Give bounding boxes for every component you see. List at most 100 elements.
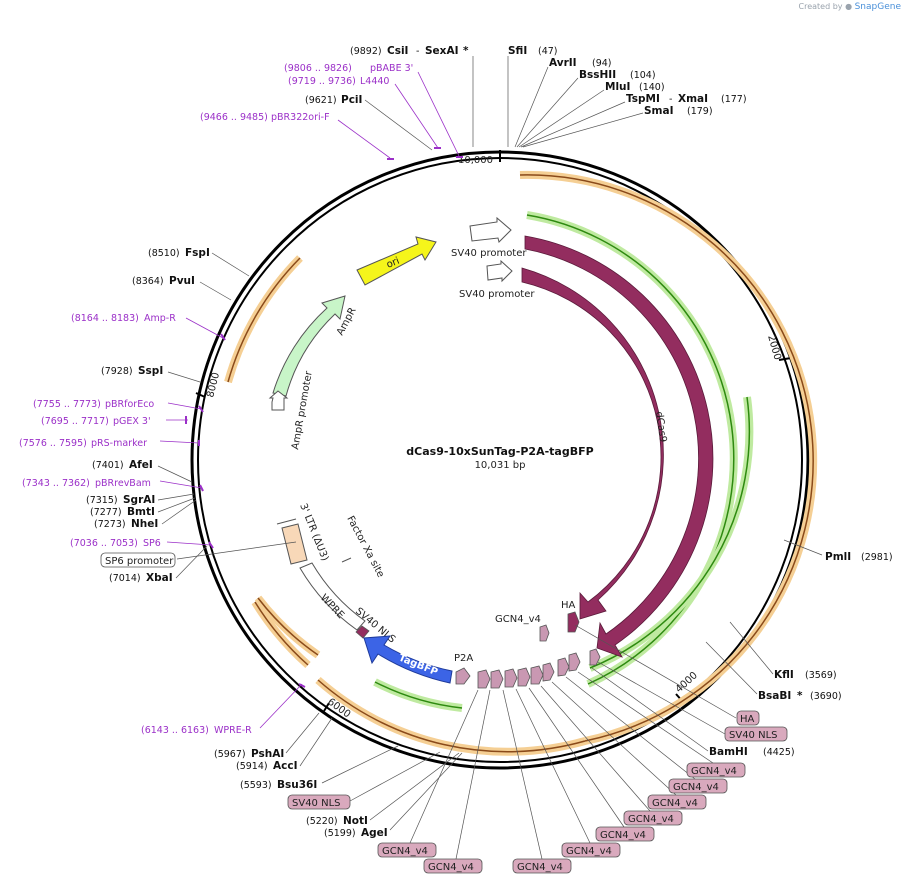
- site-pos-agei: (5199): [324, 828, 356, 839]
- site-pos-sfii: (47): [538, 46, 558, 57]
- site-pos-pvui: (8364): [132, 276, 164, 287]
- gcn4-box-1: [377, 842, 437, 858]
- site-afei: AfeI: [129, 459, 153, 471]
- primer-range-wpre: (6143 .. 6163): [141, 725, 209, 736]
- gcn4-box-label-1: GCN4_v4: [382, 846, 428, 857]
- primer-range-l4440: (9719 .. 9736): [288, 76, 356, 87]
- sp6-promoter-label: SP6 promoter: [105, 556, 174, 567]
- ampr-promoter-arrow: [268, 390, 289, 411]
- ltr-box: [281, 523, 308, 565]
- site-pos-noti: (5220): [306, 816, 338, 827]
- site-pos-acci: (5914): [236, 761, 268, 772]
- site-pos-bmti: (7277): [90, 507, 122, 518]
- top-sites: (9892) CsiI - SexAI * SfiI (47) AvrII (9…: [305, 45, 747, 151]
- gcn4-arrow-4: [517, 667, 531, 687]
- site-pos-tspmi: (177): [721, 94, 747, 105]
- primer-pbrforeco: pBRforEco: [105, 399, 154, 410]
- site-fspi: FspI: [185, 247, 210, 259]
- gcn4-box-label-2: GCN4_v4: [428, 862, 474, 873]
- ha-inner-label: HA: [561, 600, 576, 611]
- gcn4-box-label-7: GCN4_v4: [652, 798, 698, 809]
- snapgene-credit: Created by ● SnapGene: [799, 2, 902, 12]
- gcn4-arrow-8: [568, 652, 581, 672]
- site-pos-smai: (179): [687, 106, 713, 117]
- gcn4-arrows: [477, 624, 601, 689]
- primer-range-pbrrevbam: (7343 .. 7362): [22, 478, 90, 489]
- primer-range-pbrforeco: (7755 .. 7773): [33, 399, 101, 410]
- gcn4-box-9: [686, 762, 746, 778]
- site-bamhi: BamHI: [709, 746, 748, 758]
- factor-xa-label: Factor Xa site: [344, 514, 386, 579]
- site-pos-afei: (7401): [92, 460, 124, 471]
- bottom-left-sites: (5967) PshAI (5914) AccI (5593) Bsu36I S…: [214, 712, 463, 839]
- site-noti: NotI: [343, 815, 368, 827]
- primer-pbabe: pBABE 3': [370, 63, 413, 74]
- site-sfii: SfiI: [508, 45, 527, 57]
- site-pos-mlui: (140): [639, 82, 665, 93]
- site-pos-fspi: (8510): [148, 248, 180, 259]
- plasmid-name: dCas9-10xSunTag-P2A-tagBFP: [406, 445, 593, 458]
- gcn4-box-8: [668, 778, 728, 794]
- tagbfp-arrow: [363, 635, 453, 684]
- p2a-label: P2A: [454, 653, 473, 664]
- gcn4-box-4: [561, 842, 621, 858]
- primer-range-sp6: (7036 .. 7053): [70, 538, 138, 549]
- sv40-nls-right-label: SV40 NLS: [729, 730, 778, 741]
- primer-pgex: pGEX 3': [113, 416, 151, 427]
- gcn4-box-6: [623, 810, 683, 826]
- site-nhei: NheI: [131, 518, 158, 530]
- bottom-right-sites: BamHI (4425) SV40 NLS HA BsaBI * (3690) …: [574, 539, 893, 758]
- site-pos-bsu36i: (5593): [240, 780, 272, 791]
- gcn4-inner-label: GCN4_v4: [495, 614, 541, 625]
- gcn4-box-label-9: GCN4_v4: [691, 766, 737, 777]
- gcn4-box-label-8: GCN4_v4: [673, 782, 719, 793]
- ampr-promoter-label: AmpR promoter: [290, 369, 315, 450]
- primer-pbr322ori: pBR322ori-F: [271, 112, 330, 123]
- ampr-arrow: [272, 295, 346, 397]
- site-mlui: MluI: [605, 81, 630, 93]
- gcn4-box-label-5: GCN4_v4: [600, 830, 646, 841]
- primer-prs: pRS-marker: [91, 438, 147, 449]
- ha-mark: [567, 611, 580, 633]
- primer-range-pbabe: (9806 .. 9826): [284, 63, 352, 74]
- site-bsabi: BsaBI: [758, 690, 791, 702]
- gcn4-box-5: [595, 826, 655, 842]
- gcn4-arrow-7: [557, 657, 570, 677]
- tick-label-2000: 2000: [765, 334, 783, 361]
- gcn4-arrow-1: [477, 669, 491, 689]
- gcn4-arrow-2: [490, 669, 504, 689]
- plasmid-length: 10,031 bp: [475, 460, 526, 471]
- site-acci: AccI: [273, 760, 297, 772]
- sv40-nls-left-label: SV40 NLS: [292, 798, 341, 809]
- gcn4-box-3: [512, 858, 572, 874]
- gcn4-box-label-4: GCN4_v4: [566, 846, 612, 857]
- credit-brand: SnapGene: [854, 2, 901, 12]
- site-sexai: SexAI: [425, 45, 459, 57]
- site-xbai: XbaI: [146, 572, 173, 584]
- primer-range-ampr: (8164 .. 8183): [71, 313, 139, 324]
- site-pos-bsshii: (104): [630, 70, 656, 81]
- site-pos-nhei: (7273): [94, 519, 126, 530]
- site-smai: SmaI: [644, 105, 674, 117]
- site-bmti: BmtI: [127, 506, 155, 518]
- sv40-promoter-1-label: SV40 promoter: [451, 248, 527, 259]
- site-pos-bsabi: (3690): [810, 691, 842, 702]
- primer-sp6: SP6: [143, 538, 161, 549]
- sv40-nls-left-box: [287, 794, 351, 810]
- site-xmai: XmaI: [678, 93, 708, 105]
- site-tspmi-separator: -: [669, 94, 672, 105]
- site-avrii: AvrII: [549, 57, 577, 69]
- site-pshai: PshAI: [251, 748, 284, 760]
- ha-box: [736, 710, 760, 726]
- site-separator: -: [416, 46, 419, 57]
- tick-label-10000: 10,000: [458, 155, 493, 166]
- primer-range-prs: (7576 .. 7595): [19, 438, 87, 449]
- wpre-box: [299, 562, 366, 631]
- ltr-marker: [276, 518, 297, 525]
- site-pos-pmli: (2981): [861, 552, 893, 563]
- site-pos-sgrai: (7315): [86, 495, 118, 506]
- site-pcii: PciI: [341, 94, 362, 106]
- site-pvui: PvuI: [169, 275, 195, 287]
- snapgene-logo-icon: ●: [845, 2, 853, 11]
- site-pos-pshai: (5967): [214, 749, 246, 760]
